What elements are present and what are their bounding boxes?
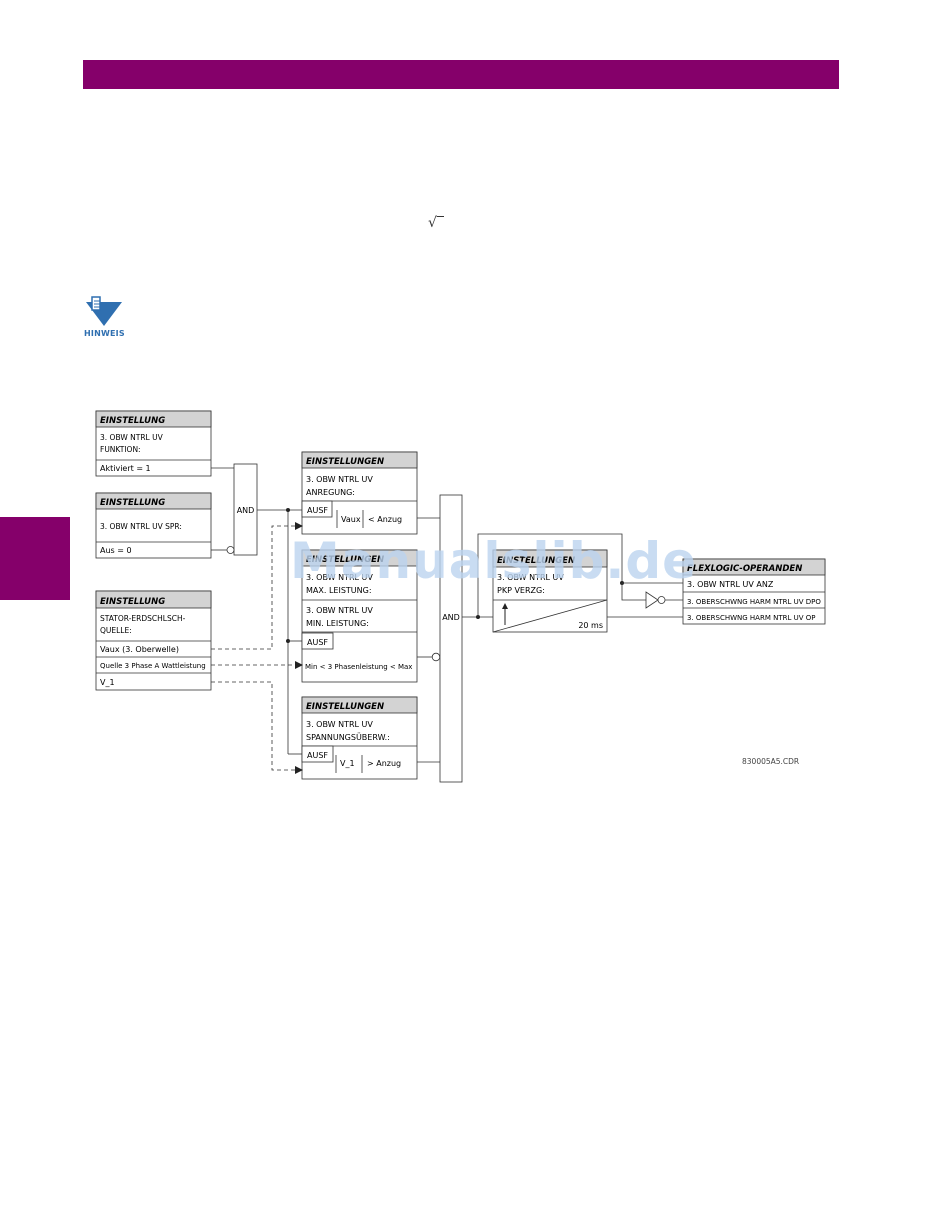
operand-anz: 3. OBW NTRL UV ANZ [687,580,774,589]
setting-block-block: EINSTELLUNG 3. OBW NTRL UV SPR: Aus = 0 [95,492,212,559]
power-block: EINSTELLUNGEN 3. OBW NTRL UV MAX. LEISTU… [301,549,418,683]
power-line1: 3. OBW NTRL UV [306,573,373,582]
sqrt-symbol: √‾ [428,215,444,231]
func-line1: 3. OBW NTRL UV [100,433,164,442]
inverter-bubble-2 [431,652,441,662]
func-line2: FUNKTION: [100,445,141,454]
setting-function-block: EINSTELLUNG 3. OBW NTRL UV FUNKTION: Akt… [95,410,212,477]
operands-header: FLEXLOGIC-OPERANDEN [687,564,802,574]
flexlogic-operands-block: FLEXLOGIC-OPERANDEN 3. OBW NTRL UV ANZ 3… [682,558,826,625]
and-gate-2: AND [439,494,463,783]
volt-line2: SPANNUNGSÜBERW.: [306,732,390,742]
header-bar [83,60,839,89]
chapter-side-tab [0,517,70,600]
pickup-cond-b: < Anzug [368,515,402,524]
volt-cond-a: V_1 [340,759,355,768]
not-gate [645,591,666,609]
delay-time: 20 ms [578,621,603,630]
operand-dpo: 3. OBERSCHWNG HARM NTRL UV DPO [687,598,821,606]
volt-run: AUSF [307,751,328,760]
block-header: EINSTELLUNG [100,498,165,508]
pickup-cond-a: Vaux [341,515,361,524]
delay-line1: 3. OBW NTRL UV [497,573,564,582]
operand-op: 3. OBERSCHWNG HARM NTRL UV OP [687,614,815,622]
func-header: EINSTELLUNG [100,416,165,426]
source-value2: Quelle 3 Phase A Wattleistung [100,662,206,670]
delay-line2: PKP VERZG: [497,586,545,595]
inverter-bubble-1 [226,546,235,554]
volt-header: EINSTELLUNGEN [306,702,384,712]
note-hand-icon [86,296,122,326]
pickup-line1: 3. OBW NTRL UV [306,475,373,484]
power-run: AUSF [307,638,328,647]
source-value3: V_1 [100,678,115,687]
block-line1: 3. OBW NTRL UV SPR: [100,522,182,531]
pickup-run: AUSF [307,506,328,515]
power-line2: MAX. LEISTUNG: [306,586,372,595]
pickup-header: EINSTELLUNGEN [306,457,384,467]
func-value: Aktiviert = 1 [100,464,151,473]
hinweis-label: HINWEIS [84,329,125,338]
source-line2: QUELLE: [100,626,132,635]
source-line1: STATOR-ERDSCHLSCH- [100,614,186,623]
pickup-block: EINSTELLUNGEN 3. OBW NTRL UV ANREGUNG: A… [301,451,418,535]
pickup-line2: ANREGUNG: [306,488,355,497]
watermark: Manualslib.de [290,532,698,590]
block-value: Aus = 0 [100,546,132,555]
power-line3: 3. OBW NTRL UV [306,606,373,615]
voltage-block: EINSTELLUNGEN 3. OBW NTRL UV SPANNUNGSÜB… [301,696,418,780]
volt-line1: 3. OBW NTRL UV [306,720,373,729]
source-header: EINSTELLUNG [100,597,165,607]
volt-cond-b: > Anzug [367,759,401,768]
power-line4: MIN. LEISTUNG: [306,619,369,628]
figure-id: 830005A5.CDR [742,757,799,766]
delay-block: EINSTELLUNGEN 3. OBW NTRL UV PKP VERZG: … [492,549,608,633]
hinweis-note: HINWEIS [84,296,125,338]
and-gate-1: AND [233,463,258,556]
delay-header: EINSTELLUNGEN [497,556,575,566]
source-value1: Vaux (3. Oberwelle) [100,645,179,654]
power-cond: Min < 3 Phasenleistung < Max [305,663,412,671]
setting-source-block: EINSTELLUNG STATOR-ERDSCHLSCH- QUELLE: V… [95,590,212,691]
and-gate-1-label: AND [237,506,255,515]
power-header: EINSTELLUNGEN [306,555,384,565]
and-gate-2-label: AND [442,613,460,622]
